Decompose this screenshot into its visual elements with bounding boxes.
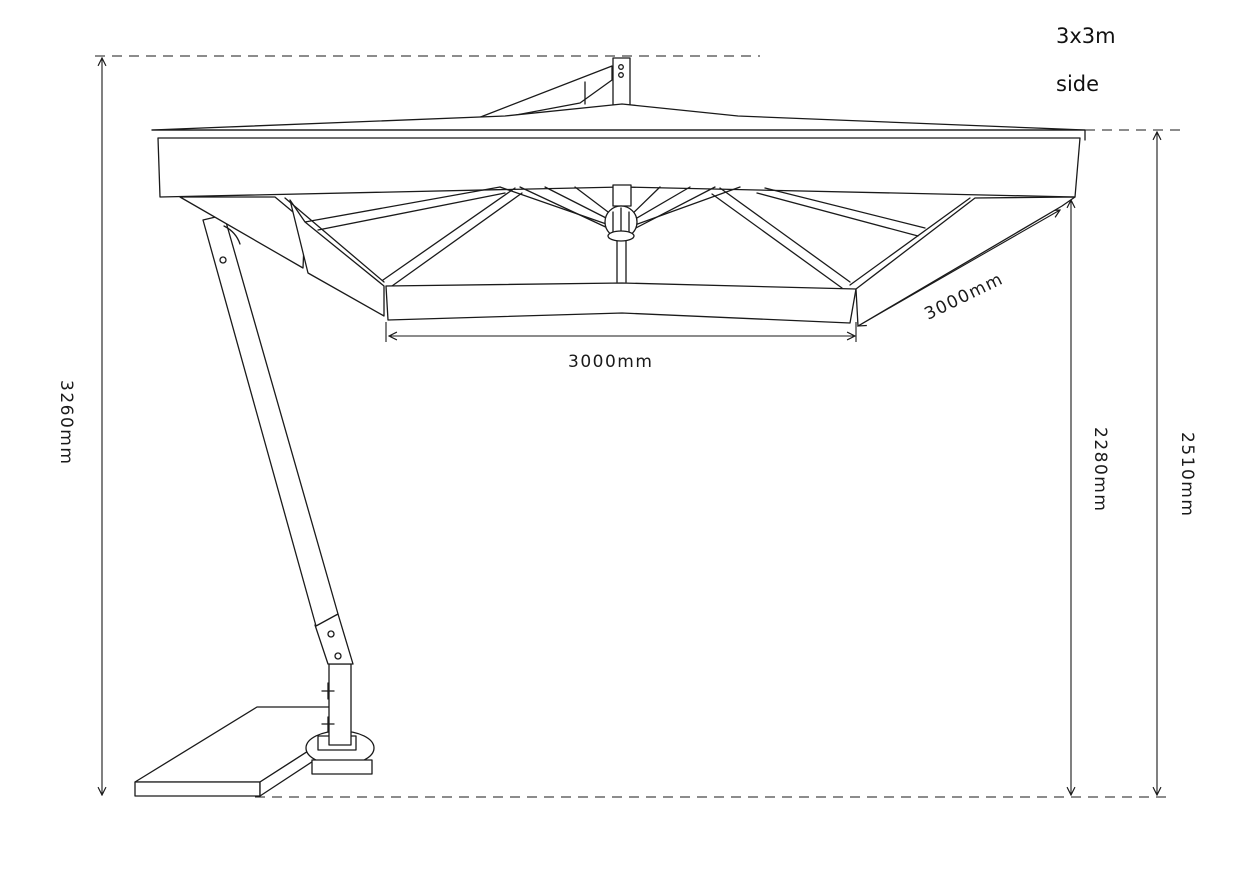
extension-lines — [95, 55, 1185, 798]
view-caption: side — [1056, 72, 1099, 96]
canopy-left-flap — [179, 196, 306, 269]
mast-bolt — [618, 64, 624, 70]
base-disc-foot — [311, 759, 373, 775]
lock-handle — [321, 716, 335, 733]
mast-bolt — [618, 72, 624, 78]
canopy-front-valance — [385, 282, 857, 324]
canopy — [151, 103, 1086, 327]
pole-lower-section — [328, 663, 352, 746]
crank-handle — [321, 682, 335, 700]
pole-bolt — [219, 256, 227, 264]
pole — [202, 214, 354, 746]
canopy-left-rib — [284, 197, 385, 283]
canopy-hub — [604, 184, 638, 242]
front-width-label: 3000mm — [568, 352, 653, 372]
clearance-height-label: 2280mm — [1090, 427, 1110, 512]
canopy-right-rib — [849, 197, 971, 286]
size-caption: 3x3m — [1056, 24, 1116, 48]
edge-height-label: 2510mm — [1177, 432, 1197, 517]
canopy-roof — [151, 103, 1086, 131]
canopy-top-panel — [157, 137, 1081, 198]
dimension-lines — [102, 58, 1157, 795]
pole-bolt — [327, 630, 335, 638]
canopy-left-side-panel — [289, 199, 385, 317]
base-plate-top — [134, 706, 331, 783]
top-mast — [477, 57, 631, 119]
base-plate-front — [134, 781, 261, 797]
base-weight — [134, 706, 375, 797]
total-height-label: 3260mm — [56, 380, 76, 465]
pole-joint-bracket — [223, 225, 241, 245]
pole-bolt — [334, 652, 342, 660]
canopy-right-side-panel — [855, 196, 1076, 327]
canopy-rim-line — [151, 129, 1086, 141]
